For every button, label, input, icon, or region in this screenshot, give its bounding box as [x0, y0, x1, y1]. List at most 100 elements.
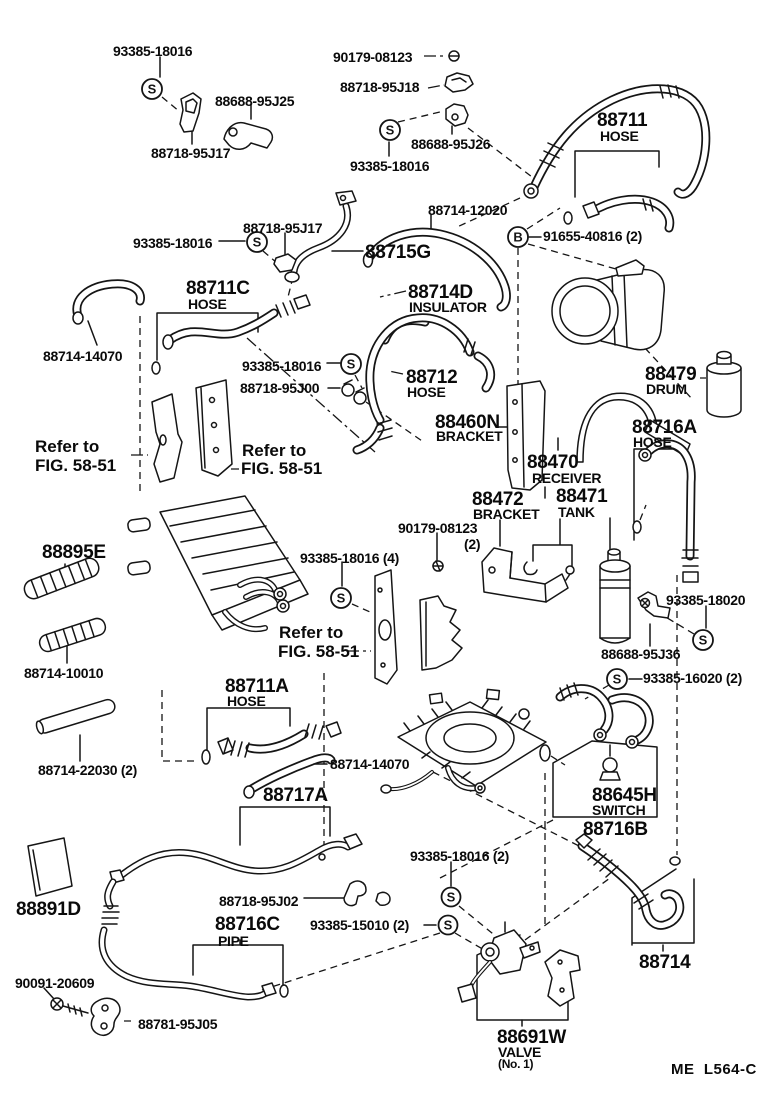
hose-88716a-drawing [632, 439, 699, 583]
part-sublabel: HOSE [227, 693, 266, 709]
bracket-88472-drawing [481, 547, 569, 603]
pipe-88717a-drawing [101, 833, 363, 925]
part-sublabel: RECEIVER [532, 470, 602, 486]
svg-text:S: S [613, 672, 622, 687]
bracket-88688-95j25-drawing [223, 121, 274, 150]
throttle-body-drawing [380, 688, 547, 794]
pad-88891d-drawing [27, 837, 73, 897]
part-label: 90179-08123 [333, 49, 413, 65]
svg-text:S: S [253, 235, 262, 250]
part-label: 88711C [186, 278, 250, 299]
part-label: 88715G [365, 242, 431, 263]
part-sublabel: TANK [558, 504, 595, 520]
condenser-core-drawing [127, 495, 309, 633]
svg-text:S: S [148, 82, 157, 97]
clamp-88781-95j05-drawing [90, 997, 121, 1036]
screw-symbol: S [141, 78, 163, 100]
pipe-88715g-drawing [284, 190, 357, 283]
screw-symbol: S [379, 119, 401, 141]
refer-note: FIG. 58-51 [278, 642, 360, 661]
svg-text:S: S [447, 890, 456, 905]
part-label: 88714-22030 (2) [38, 762, 138, 778]
hose-88714-14070-bottom-drawing [243, 753, 336, 799]
refer-plate-upper-a-drawing [151, 393, 183, 483]
part-sublabel: HOSE [633, 434, 672, 450]
refer-plate-upper-b-drawing [195, 379, 233, 477]
part-label: 88460N [435, 412, 500, 433]
screw-symbol: S [692, 629, 714, 651]
nut-90179-2-drawing [432, 560, 444, 572]
part-label: 88691W [497, 1027, 566, 1048]
refer-note: Refer to [35, 437, 100, 456]
part-label: 93385-18016 (4) [300, 550, 400, 566]
ribbed-hose-88895e-drawing [23, 557, 100, 600]
part-sublabel: VALVE [498, 1044, 542, 1060]
svg-text:S: S [347, 357, 356, 372]
tube-88714-22030-drawing [35, 698, 116, 735]
part-label: 88718-95J17 [243, 220, 323, 236]
hose-88714-drawing [575, 833, 685, 930]
compressor-drawing [551, 259, 665, 351]
part-sublabel: INSULATOR [409, 299, 487, 315]
part-sublabel: HOSE [600, 128, 639, 144]
hose-88711-drawing [523, 84, 711, 233]
part-label: 88714D [408, 282, 473, 303]
bracket-valve-drawing [544, 949, 581, 1007]
leader-lines [43, 56, 707, 1027]
hose-88712-drawing [352, 313, 496, 455]
part-label: 88718-95J00 [240, 380, 320, 396]
svg-text:B: B [513, 230, 522, 245]
part-label: 88714 [639, 952, 691, 973]
part-label: 88471 [556, 486, 608, 507]
refer-note: FIG. 58-51 [35, 456, 117, 475]
refer-plate-lower-drawing [374, 569, 398, 685]
grommet-88718-95j00-drawing [341, 379, 367, 405]
hose-88714-14070-top-drawing [72, 279, 145, 325]
part-label: 88895E [42, 542, 106, 563]
figure-code: ME L564-C [671, 1061, 757, 1078]
part-label: 88479 [645, 364, 697, 385]
part-sublabel: BRACKET [473, 506, 540, 522]
part-label: 88711 [597, 110, 648, 131]
bracket-88460n-drawing [506, 380, 546, 491]
bolt-symbol: B [507, 226, 529, 248]
part-label: 88718-95J17 [151, 145, 231, 161]
pipe-88716c-drawing [98, 926, 289, 1001]
switch-88645h-drawing [599, 744, 621, 781]
part-label: 88711A [225, 676, 289, 697]
refer-note: Refer to [279, 623, 344, 642]
screw-symbol: S [606, 668, 628, 690]
part-label: 88645H [592, 785, 657, 806]
part-sublabel: PIPE [218, 933, 249, 949]
screw-symbol: S [246, 231, 268, 253]
clip-88688-95j26-drawing [445, 103, 469, 127]
screw-symbol: S [330, 587, 352, 609]
screw-90091-20609-drawing [50, 997, 89, 1017]
label-brackets [156, 150, 677, 992]
elbow-88688-95j36-drawing [637, 591, 671, 619]
clip-88718-95j17-drawing [179, 92, 202, 133]
part-label: 88712 [406, 367, 458, 388]
svg-text:S: S [444, 918, 453, 933]
part-label: 88714-12020 [428, 202, 508, 218]
part-sublabel: HOSE [188, 296, 227, 312]
valve-88691w-drawing [457, 921, 541, 1003]
part-label: 88714-10010 [24, 665, 104, 681]
part-label: 91655-40816 (2) [543, 228, 643, 244]
hose-88714-12020-drawing [362, 227, 511, 312]
nut-90179-08123-drawing [448, 50, 460, 62]
part-sublabel: HOSE [407, 384, 446, 400]
part-label: 88688-95J26 [411, 136, 491, 152]
part-label: 88688-95J36 [601, 646, 681, 662]
part-label: 93385-18016 [350, 158, 430, 174]
part-label: 93385-18016 [133, 235, 213, 251]
part-label: 88688-95J25 [215, 93, 295, 109]
clamp-88718-95j02-drawing [343, 880, 391, 907]
part-outline-boxes [476, 740, 695, 1021]
part-label: 88781-95J05 [138, 1016, 218, 1032]
part-label: 88472 [472, 489, 524, 510]
refer-note: Refer to [242, 441, 307, 460]
part-label: 88718-95J02 [219, 893, 299, 909]
part-label: 93385-18016 [242, 358, 322, 374]
